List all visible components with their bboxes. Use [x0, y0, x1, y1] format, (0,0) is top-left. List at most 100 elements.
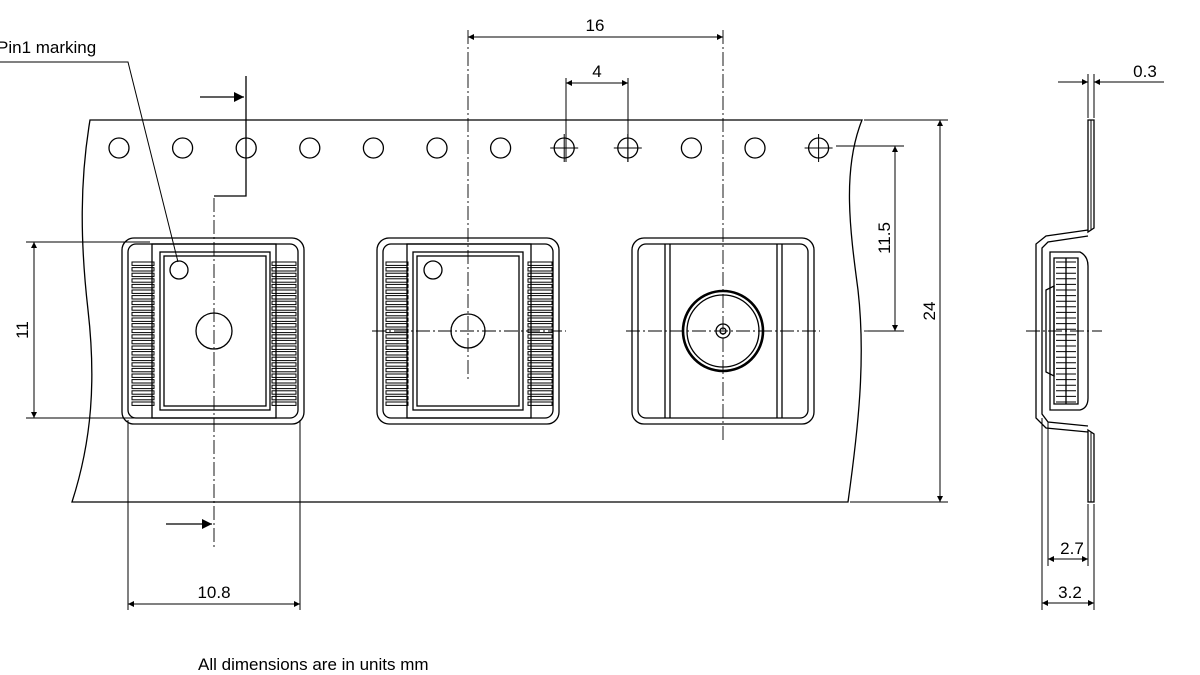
pin [385, 339, 409, 345]
pocket-3 [626, 237, 820, 425]
pin [385, 317, 409, 322]
pin [271, 395, 297, 401]
sprocket-hole [108, 137, 130, 159]
pin [385, 356, 409, 362]
pin [385, 272, 409, 278]
sprocket-hole [426, 137, 448, 159]
dim-depth-3-2 [1041, 418, 1095, 610]
pin [271, 401, 297, 406]
pin [271, 328, 297, 334]
pin [131, 283, 155, 289]
pin [385, 300, 409, 306]
pin [131, 300, 155, 306]
pitch-16-label: 16 [586, 16, 605, 35]
units-note: All dimensions are in units mm [198, 655, 429, 674]
pin [271, 323, 297, 328]
pin [527, 379, 553, 384]
depth-2-7-label: 2.7 [1060, 539, 1084, 558]
pin [271, 356, 297, 362]
pin [131, 295, 155, 300]
pin [271, 351, 297, 356]
dim-width-24 [850, 119, 948, 503]
pin [131, 379, 155, 384]
pin [385, 367, 409, 373]
pin [131, 317, 155, 322]
pin [131, 401, 155, 406]
pin-row-right [271, 261, 297, 406]
pin [131, 323, 155, 328]
pocket-2 [372, 237, 566, 425]
depth-3-2-label: 3.2 [1058, 583, 1082, 602]
pin [385, 351, 409, 356]
side-section-view [1026, 119, 1102, 503]
pin [385, 295, 409, 300]
pin [271, 261, 297, 266]
pin [527, 289, 553, 294]
dim-hole-pitch-4 [565, 78, 629, 162]
pin [527, 356, 553, 362]
pin [271, 390, 297, 395]
pin [271, 362, 297, 367]
pin [527, 323, 553, 328]
hole-pitch-4-label: 4 [592, 62, 601, 81]
pin [527, 283, 553, 289]
sprocket-hole [489, 137, 512, 159]
pin [527, 373, 553, 378]
sprocket-holes [108, 134, 833, 162]
pin [527, 401, 553, 406]
dim-thickness-0-3 [1058, 74, 1164, 118]
pin [527, 267, 553, 272]
pin [385, 345, 409, 350]
pin [385, 384, 409, 390]
pin [131, 306, 155, 311]
pin [271, 373, 297, 378]
pin [271, 289, 297, 294]
tape-outline [71, 119, 863, 503]
pin [131, 334, 155, 339]
pin [385, 334, 409, 339]
pin [527, 317, 553, 322]
side-pins [1056, 261, 1076, 403]
pin [385, 395, 409, 401]
pin [385, 283, 409, 289]
pin [131, 356, 155, 362]
pin [527, 311, 553, 317]
pin [131, 328, 155, 334]
thickness-0-3-label: 0.3 [1133, 62, 1157, 81]
pin1-marking-label: Pin1 marking [0, 38, 96, 57]
pin [131, 395, 155, 401]
pin [271, 283, 297, 289]
dim-depth-2-7 [1047, 422, 1089, 566]
pin [385, 373, 409, 378]
pin [527, 261, 553, 266]
pin [527, 384, 553, 390]
pin1-dot [423, 260, 443, 280]
pocket-1 [121, 237, 305, 425]
pin [527, 300, 553, 306]
pocket-11-label: 11 [13, 321, 32, 339]
pin [131, 390, 155, 395]
pin [527, 278, 553, 283]
dim-pocket-10-8 [127, 420, 301, 610]
pin [131, 367, 155, 373]
pin [271, 295, 297, 300]
pin [131, 384, 155, 390]
width-24-label: 24 [920, 302, 939, 321]
pin [385, 390, 409, 395]
pin-row-left [131, 261, 155, 406]
pin [527, 345, 553, 350]
dim-offset-11-5 [836, 145, 904, 332]
pin [385, 401, 409, 406]
pin1-dot [169, 260, 189, 280]
pin [131, 278, 155, 283]
pin [271, 278, 297, 283]
pin [131, 351, 155, 356]
section-marker [166, 76, 247, 529]
pin [131, 289, 155, 294]
sprocket-hole [171, 137, 194, 159]
pin [527, 306, 553, 311]
sprocket-hole [680, 137, 703, 159]
pin-row-left [385, 261, 409, 406]
pin [271, 300, 297, 306]
